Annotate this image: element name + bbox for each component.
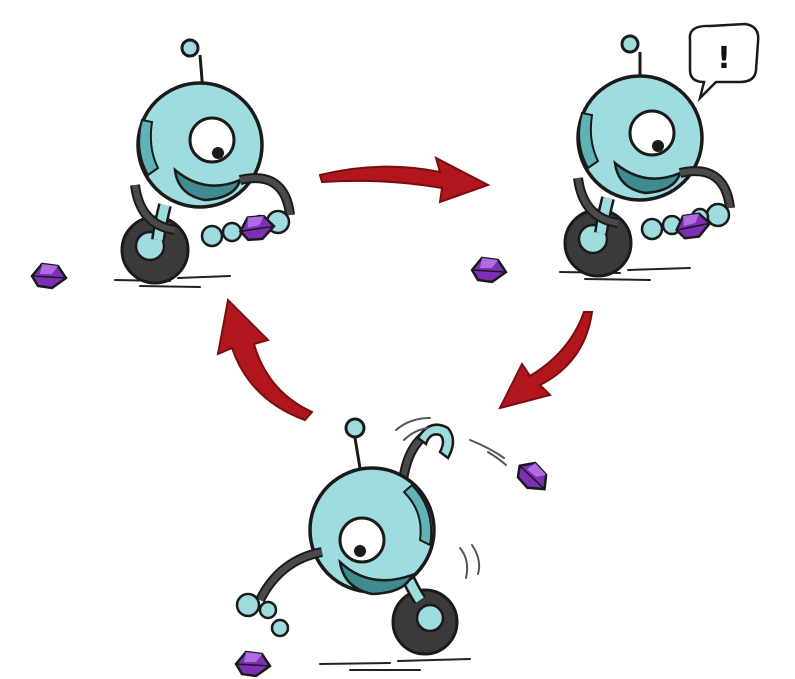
gem-icon (512, 457, 553, 497)
gem-icon (472, 258, 506, 282)
robot-scene-2: ! (472, 24, 758, 282)
robot-icon (122, 40, 290, 283)
gem-icon (32, 264, 66, 288)
cycle-arrow-icon (218, 300, 312, 420)
speech-bubble-text: ! (717, 41, 731, 76)
speech-bubble-icon: ! (690, 24, 758, 98)
ground-shadow (320, 659, 470, 670)
robot-scene-1 (32, 40, 290, 288)
cycle-arrow-icon (500, 312, 592, 408)
cycle-arrow-icon (320, 158, 488, 202)
robot-icon (237, 419, 457, 654)
robot-scene-3 (236, 418, 554, 676)
gem-icon (236, 652, 270, 676)
